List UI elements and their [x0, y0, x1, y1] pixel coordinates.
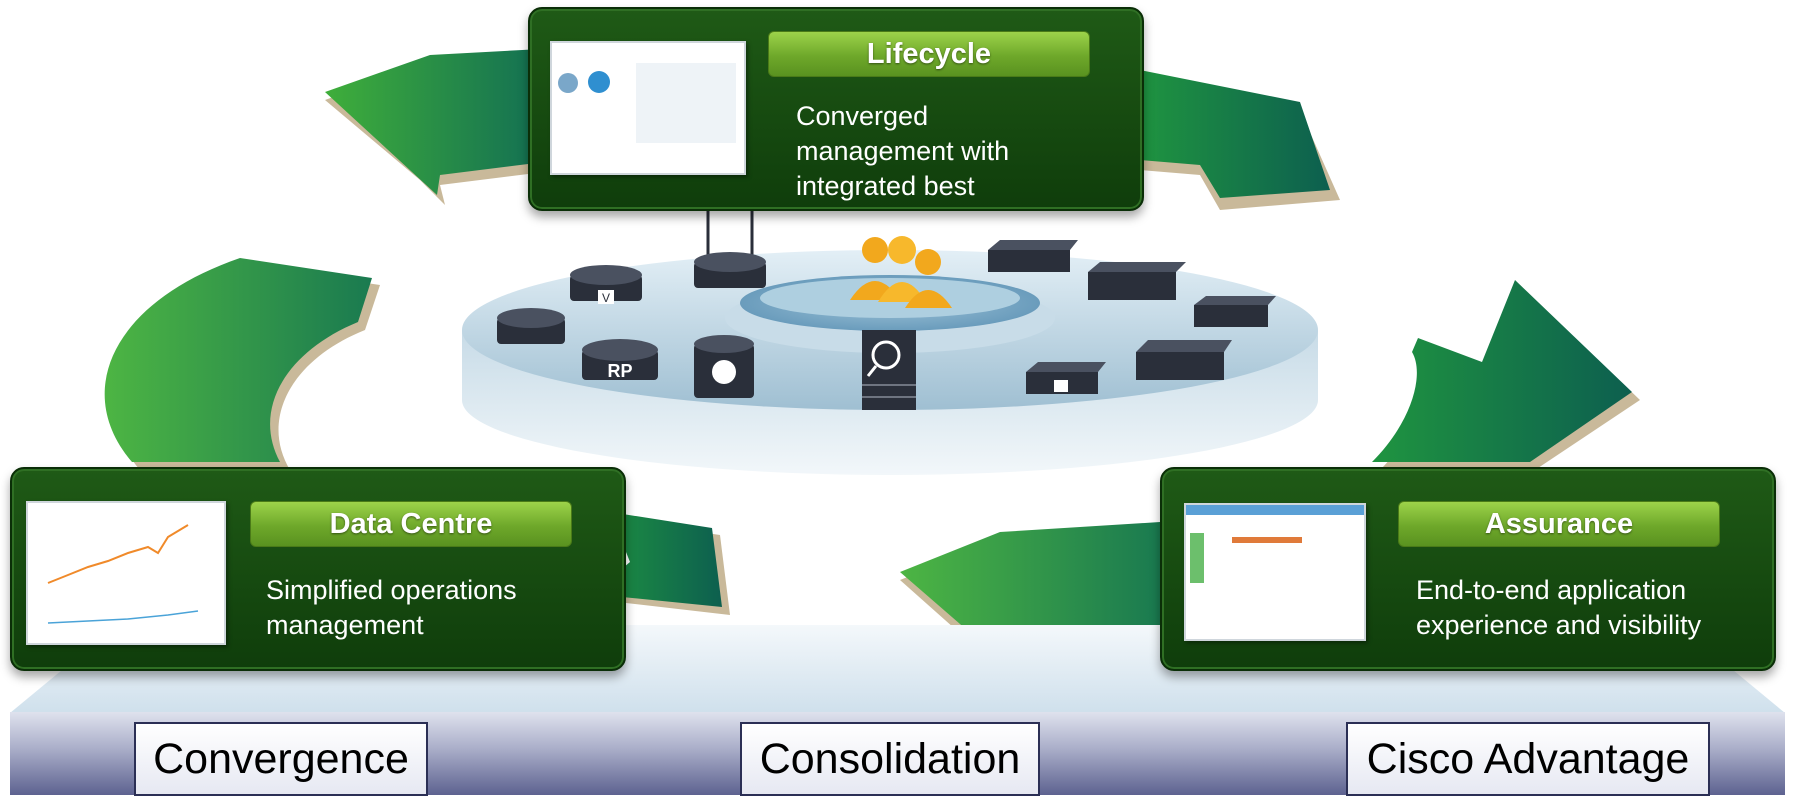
lifecycle-title: Lifecycle: [768, 31, 1090, 77]
core-switch-icon: [1136, 340, 1232, 380]
assurance-screenshot-thumbnail: [1184, 503, 1366, 641]
lifecycle-description: Converged management with integrated bes…: [796, 101, 1010, 201]
assurance-description: End-to-end application experience and vi…: [1416, 575, 1702, 640]
top-cycle-arrow: [325, 48, 1340, 210]
assurance-card: Assurance End-to-end application experie…: [1160, 467, 1776, 671]
virtual-router-label: V: [602, 291, 610, 305]
rp-label: RP: [607, 361, 632, 381]
switch-icon: [988, 240, 1078, 272]
lifecycle-screenshot-thumbnail: [550, 41, 746, 175]
router-small-icon: [497, 308, 565, 344]
data-centre-description: Simplified operations management: [266, 575, 517, 640]
users-icon: [850, 236, 952, 308]
assurance-title: Assurance: [1398, 501, 1720, 547]
data-centre-card: Data Centre Simplified operations manage…: [10, 467, 626, 671]
lifecycle-card: Lifecycle Converged management with inte…: [528, 7, 1144, 211]
router-icon: V: [570, 265, 642, 305]
convergence-label: Convergence: [134, 722, 428, 796]
cisco-advantage-label: Cisco Advantage: [1346, 722, 1710, 796]
atm-switch-icon: [1194, 296, 1276, 327]
data-centre-chart-thumbnail: [26, 501, 226, 645]
data-centre-title: Data Centre: [250, 501, 572, 547]
layer3-switch-icon: [1088, 262, 1186, 300]
consolidation-label: Consolidation: [740, 722, 1040, 796]
wireless-router-icon: [694, 210, 766, 288]
virtual-switch-icon: [1026, 362, 1106, 394]
multilayer-switch-icon: [694, 335, 754, 398]
rp-router-icon: RP: [582, 339, 658, 381]
firewall-icon: [862, 330, 916, 410]
